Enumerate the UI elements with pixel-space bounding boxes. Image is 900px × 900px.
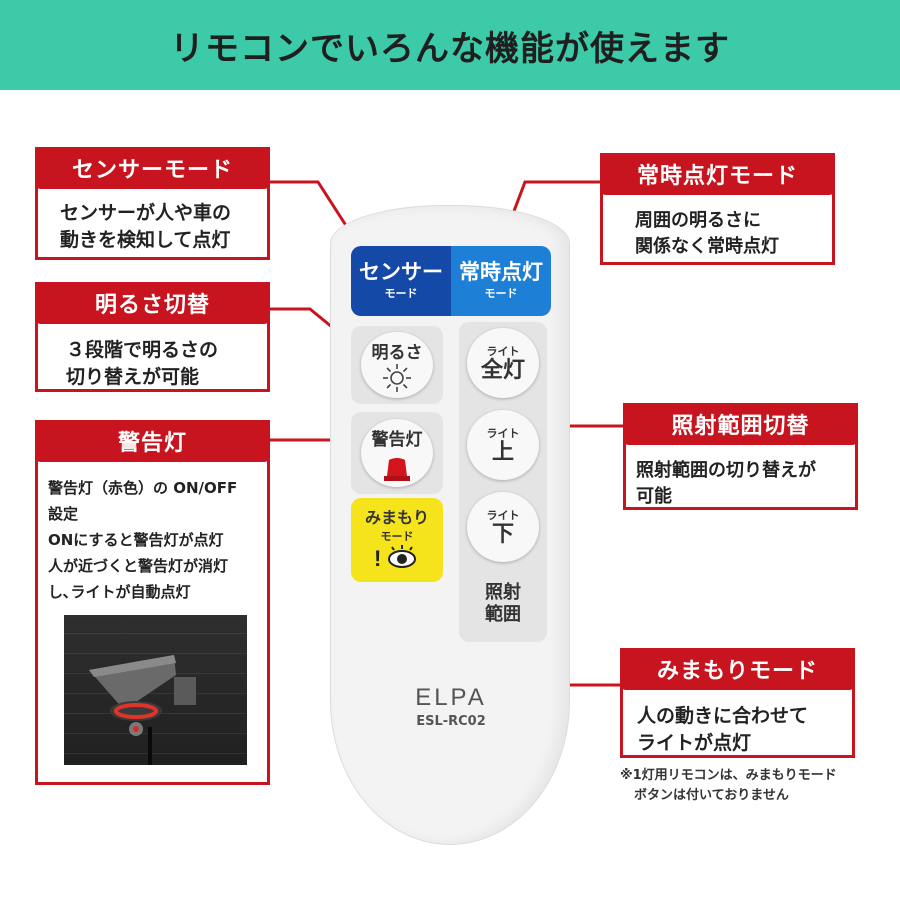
light-down-face: ライト 下: [467, 492, 539, 562]
callout-watch-title: みまもりモード: [620, 648, 855, 690]
callout-warning-text-3: ONにすると警告灯が点灯: [48, 531, 224, 549]
sensor-mode-button[interactable]: センサー モード: [351, 246, 451, 316]
callout-sensor-text-1: センサーが人や車の: [60, 202, 232, 224]
watching-eye-icon: !: [374, 545, 416, 570]
light-down-small-label: ライト: [486, 508, 520, 522]
remote-control: センサー モード 常時点灯 モード 明るさ 警告灯 みまもり モー: [330, 205, 570, 845]
sun-icon: [383, 363, 411, 392]
sensor-light-fixture-icon: [89, 655, 196, 765]
light-all-face: ライト 全灯: [467, 328, 539, 398]
callout-sensor-mode: センサーモード センサーが人や車の 動きを検知して点灯: [35, 147, 270, 260]
callout-range-text-1: 照射範囲の切り替えが: [636, 460, 816, 481]
footnote-line-2: ボタンは付いておりません: [634, 788, 789, 803]
brightness-button-face: 明るさ: [351, 326, 443, 404]
page-title: リモコンでいろんな機能が使えます: [170, 28, 730, 69]
footnote: ※1灯用リモコンは、みまもりモード ボタンは付いておりません: [620, 766, 890, 806]
callout-warning-text-4: 人が近づくと警告灯が消灯: [48, 557, 229, 575]
callout-range-title: 照射範囲切替: [623, 403, 858, 445]
range-label-line-2: 範囲: [485, 604, 521, 625]
light-all-button[interactable]: [467, 328, 539, 398]
always-on-mode-button[interactable]: 常時点灯 モード: [451, 246, 551, 316]
callout-warning-text-1: 警告灯（赤色）の ON/OFF: [48, 479, 238, 497]
watch-mode-button[interactable]: みまもり モード !: [351, 498, 443, 582]
callout-always-on-mode: 常時点灯モード 周囲の明るさに 関係なく常時点灯: [600, 153, 835, 265]
svg-text:!: !: [374, 546, 381, 570]
callout-watch-mode: みまもりモード 人の動きに合わせて ライトが点灯: [620, 648, 855, 758]
callout-always-title: 常時点灯モード: [600, 153, 835, 195]
light-up-label: 上: [491, 439, 514, 465]
always-on-button-sublabel: モード: [484, 286, 518, 300]
range-label: 照射 範囲: [459, 574, 547, 634]
range-label-line-1: 照射: [485, 582, 521, 604]
callout-brightness: 明るさ切替 ３段階で明るさの 切り替えが可能: [35, 282, 270, 392]
callout-warning-title: 警告灯: [35, 420, 270, 462]
callout-warning-text-2: 設定: [48, 505, 79, 523]
warning-lamp-icon: [384, 457, 410, 481]
callout-always-text-2: 関係なく常時点灯: [635, 236, 779, 257]
callout-brightness-title: 明るさ切替: [35, 282, 270, 324]
light-up-small-label: ライト: [486, 426, 520, 440]
callout-sensor-text-2: 動きを検知して点灯: [60, 229, 231, 251]
warning-button-face: 警告灯: [351, 412, 443, 494]
header-banner: リモコンでいろんな機能が使えます: [0, 0, 900, 90]
sensor-button-label: センサー: [359, 260, 443, 285]
warning-light-photo: [64, 615, 247, 765]
light-down-button[interactable]: [467, 492, 539, 562]
always-on-button-label: 常時点灯: [459, 260, 543, 285]
light-up-face: ライト 上: [467, 410, 539, 480]
warning-button-label: 警告灯: [371, 429, 423, 450]
callout-sensor-title: センサーモード: [35, 147, 270, 189]
sensor-button-sublabel: モード: [384, 286, 418, 300]
light-all-small-label: ライト: [486, 344, 520, 358]
brand-logo: ELPA: [415, 684, 487, 711]
callout-range-switch: 照射範囲切替 照射範囲の切り替えが 可能: [623, 403, 858, 510]
callout-watch-text-1: 人の動きに合わせて: [637, 705, 809, 727]
callout-warning-text-5: し､ライトが自動点灯: [48, 583, 191, 601]
callout-watch-text-2: ライトが点灯: [637, 732, 752, 754]
callout-always-text-1: 周囲の明るさに: [635, 210, 761, 231]
brightness-button-label: 明るさ: [371, 342, 423, 363]
callout-brightness-text-2: 切り替えが可能: [66, 366, 200, 388]
watch-button-label: みまもり: [364, 508, 429, 527]
model-number: ESL-RC02: [416, 714, 486, 729]
light-up-button[interactable]: [467, 410, 539, 480]
footnote-line-1: ※1灯用リモコンは、みまもりモード: [620, 768, 837, 783]
light-all-label: 全灯: [480, 357, 525, 383]
watch-button-sublabel: モード: [380, 530, 414, 543]
light-down-label: 下: [491, 521, 514, 547]
callout-brightness-text-1: ３段階で明るさの: [66, 339, 219, 361]
callout-range-text-2: 可能: [636, 486, 672, 507]
